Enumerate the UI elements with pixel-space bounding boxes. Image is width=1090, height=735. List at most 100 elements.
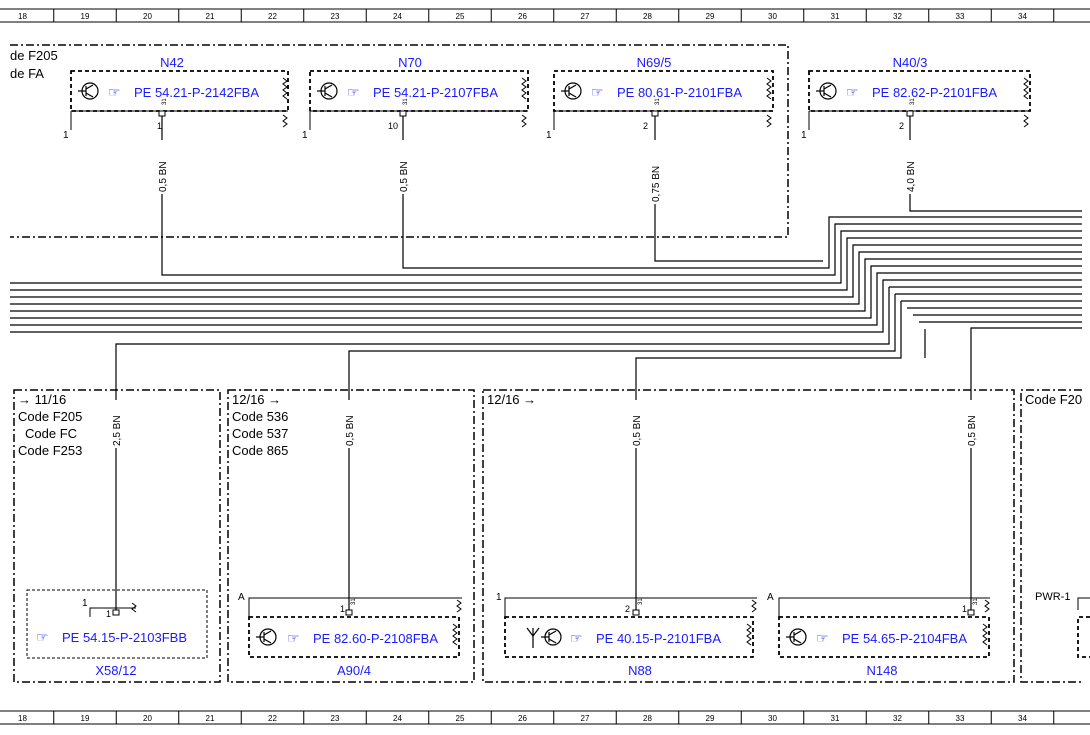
- module-n42-ref[interactable]: PE 54.21-P-2142FBA: [134, 85, 259, 100]
- grid-number: 23: [331, 12, 340, 21]
- module-n69-5-name: N69/5: [637, 55, 672, 70]
- grid-number: 31: [831, 12, 840, 21]
- grid-number: 21: [206, 714, 215, 723]
- wire-label-n40-3: 4,0 BN: [906, 161, 917, 192]
- grid-number: 34: [1018, 714, 1027, 723]
- svg-text:2: 2: [643, 121, 648, 131]
- group-3-arrow: 12/16 →: [487, 392, 536, 407]
- module-n70-ref[interactable]: PE 54.21-P-2107FBA: [373, 85, 498, 100]
- grid-number: 21: [206, 12, 215, 21]
- module-a90-4-name: A90/4: [337, 663, 371, 678]
- svg-text:1: 1: [546, 130, 552, 141]
- module-n88[interactable]: 1 2 31 ☞ PE 40.15-P-2101FBA N88: [496, 592, 757, 678]
- wire-label-n88: 0,5 BN: [632, 415, 643, 446]
- grid-number: 27: [581, 12, 590, 21]
- module-n148[interactable]: A 1 31 ☞ PE 54.65-P-2104FBA N148: [767, 592, 990, 678]
- group-1-code-2: Code FC: [25, 426, 77, 441]
- transistor-icon: [78, 82, 99, 100]
- module-n40-3-ref[interactable]: PE 82.62-P-2101FBA: [872, 85, 997, 100]
- svg-text:1: 1: [496, 592, 502, 603]
- module-n88-ref[interactable]: PE 40.15-P-2101FBA: [596, 631, 721, 646]
- svg-text:A: A: [767, 592, 774, 603]
- pointing-hand-icon: ☞: [816, 630, 829, 646]
- grid-number: 26: [518, 12, 527, 21]
- group-4-code-1: Code F20: [1025, 392, 1082, 407]
- module-x58-12-box: [26, 589, 208, 659]
- group-1-arrow: → 11/16: [18, 392, 66, 407]
- grid-number: 22: [268, 714, 277, 723]
- transistor-icon: [541, 628, 562, 646]
- module-n69-5[interactable]: N69/5 ☞ PE 80.61-P-2101FBA 1 2 31: [546, 55, 774, 141]
- module-n40-3-name: N40/3: [893, 55, 928, 70]
- grid-number: 29: [706, 714, 715, 723]
- module-n69-5-ref[interactable]: PE 80.61-P-2101FBA: [617, 85, 742, 100]
- module-n88-box: [504, 616, 754, 658]
- grid-number: 20: [143, 12, 152, 21]
- svg-text:1: 1: [302, 130, 308, 141]
- wire-label-n42: 0,5 BN: [158, 161, 169, 192]
- top-wires: [10, 116, 1082, 390]
- transistor-icon: [786, 628, 807, 646]
- svg-text:2: 2: [899, 121, 904, 131]
- wire-label-n70: 0,5 BN: [399, 161, 410, 192]
- module-n148-box: [778, 616, 990, 658]
- pointing-hand-icon: ☞: [108, 84, 121, 100]
- transistor-icon: [561, 82, 582, 100]
- bottom-wires: [115, 390, 972, 610]
- transistor-icon: [317, 82, 338, 100]
- pointing-hand-icon: ☞: [591, 84, 604, 100]
- grid-number: 30: [768, 12, 777, 21]
- module-x58-12-ref[interactable]: PE 54.15-P-2103FBB: [62, 630, 187, 645]
- pwr-1-label: PWR-1: [1035, 591, 1070, 603]
- module-a90-4-ref[interactable]: PE 82.60-P-2108FBA: [313, 631, 438, 646]
- pointing-hand-icon: ☞: [570, 630, 583, 646]
- group-2-code-2: Code 537: [232, 426, 288, 441]
- module-n148-name: N148: [866, 663, 897, 678]
- module-n148-ref[interactable]: PE 54.65-P-2104FBA: [842, 631, 967, 646]
- grid-number: 19: [81, 12, 90, 21]
- grid-number: 30: [768, 714, 777, 723]
- svg-text:1: 1: [157, 121, 162, 131]
- module-n42-name: N42: [160, 55, 184, 70]
- grid-number: 19: [81, 714, 90, 723]
- module-n42[interactable]: N42 ☞ PE 54.21-P-2142FBA 1 1 31: [63, 55, 289, 141]
- svg-text:1: 1: [962, 604, 967, 614]
- module-n70[interactable]: N70 ☞ PE 54.21-P-2107FBA 1 10 31: [302, 55, 529, 141]
- svg-text:1: 1: [801, 130, 807, 141]
- pointing-hand-icon: ☞: [846, 84, 859, 100]
- bottom-section-boxes: [13, 389, 1082, 683]
- module-pwr-1-partial: PWR-1: [1035, 591, 1090, 658]
- grid-number: 18: [18, 12, 27, 21]
- module-x58-12[interactable]: 1 1 ☞ PE 54.15-P-2103FBB X58/12: [26, 589, 208, 678]
- grid-number: 33: [956, 12, 965, 21]
- svg-text:31: 31: [162, 98, 168, 105]
- antenna-icon: [526, 627, 540, 648]
- group-2-code-3: Code 865: [232, 443, 288, 458]
- module-n40-3[interactable]: N40/3 ☞ PE 82.62-P-2101FBA 1 2 31: [801, 55, 1031, 141]
- svg-text:31: 31: [638, 598, 644, 605]
- pointing-hand-icon: ☞: [347, 84, 360, 100]
- grid-number: 27: [581, 714, 590, 723]
- group-2-arrow: 12/16 →: [232, 392, 281, 407]
- svg-text:10: 10: [388, 121, 398, 131]
- group-1-code-1: Code F205: [18, 409, 82, 424]
- pointing-hand-icon: ☞: [287, 630, 300, 646]
- svg-text:31: 31: [973, 598, 979, 605]
- grid-number: 18: [18, 714, 27, 723]
- transistor-icon: [816, 82, 837, 100]
- module-n69-5-box: [553, 70, 774, 112]
- group-2-code-1: Code 536: [232, 409, 288, 424]
- svg-text:1: 1: [82, 598, 88, 609]
- module-a90-4-box: [248, 616, 460, 658]
- grid-number: 34: [1018, 12, 1027, 21]
- module-a90-4[interactable]: A 1 31 ☞ PE 82.60-P-2108FBA A90/4: [238, 592, 462, 678]
- svg-text:31: 31: [910, 98, 916, 105]
- grid-number: 24: [393, 12, 402, 21]
- source-label-fa: de FA: [10, 66, 44, 81]
- grid-number: 25: [456, 12, 465, 21]
- grid-number: 28: [643, 12, 652, 21]
- grid-number: 22: [268, 12, 277, 21]
- svg-text:31: 31: [403, 98, 409, 105]
